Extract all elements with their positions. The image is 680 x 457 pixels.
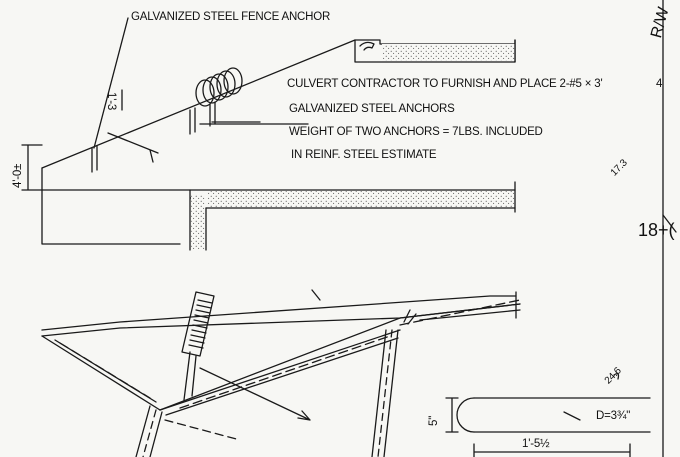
fence-anchor-note: GALVANIZED STEEL FENCE ANCHOR [131, 11, 331, 23]
plan-long-diag [159, 317, 401, 411]
anchor-coil [195, 67, 243, 107]
cap-hook [359, 41, 375, 51]
plan-bottom-dash [164, 419, 241, 441]
culvert-note-line1-tail: 4 [656, 78, 663, 90]
culvert-note-line1: CULVERT CONTRACTOR TO FURNISH AND PLACE … [287, 78, 603, 90]
cap-stipple [382, 44, 515, 61]
anchor-spacing-label: 1'-3 [105, 92, 117, 111]
hook-curve [456, 397, 475, 433]
sheet-border [662, 0, 677, 457]
hook-dia-leader [563, 411, 581, 421]
hook-diameter-label: D=3¾" [596, 410, 631, 422]
culvert-note-line2: GALVANIZED STEEL ANCHORS [289, 103, 455, 115]
plan-dashed-3 [399, 299, 521, 326]
plan-left-diag-2 [54, 339, 157, 403]
headwall-section [21, 17, 516, 251]
plan-mid [159, 329, 401, 416]
wall-stipple [191, 194, 205, 250]
coil-anchor-bar [189, 107, 196, 135]
hook-height-label: 5" [428, 415, 440, 426]
plan-dashed-1 [59, 342, 151, 399]
plan-outline-inner [41, 303, 521, 337]
height-label: 4'-0± [12, 163, 24, 188]
leader-arrow [199, 367, 311, 421]
right-leg-dash [377, 329, 393, 457]
plan-outline-top [41, 295, 517, 331]
hook-length-label: 1'-5½ [522, 438, 550, 450]
threaded-anchor [181, 291, 215, 401]
right-leg [371, 329, 399, 457]
hook-length-dim [473, 443, 631, 457]
weight-note-line1: WEIGHT OF TWO ANCHORS = 7LBS. INCLUDED [289, 126, 543, 138]
fence-anchor-leader [93, 17, 129, 149]
left-leg-dash [142, 409, 157, 457]
left-leg [135, 405, 163, 457]
fence-anchor-bar [91, 145, 98, 173]
hook-detail [445, 397, 651, 457]
left-base [41, 189, 181, 245]
height-dimension [21, 144, 43, 191]
spacing-dimension [107, 89, 159, 163]
slab-stipple [208, 191, 514, 207]
wingwall-plan [41, 289, 521, 457]
plan-dashed-2 [179, 335, 391, 409]
plan-right [399, 303, 521, 321]
plan-left-diag [41, 335, 161, 411]
coil-anchor-bar-2 [209, 101, 216, 127]
station-label: 18+( [638, 220, 675, 240]
weight-note-line2: IN REINF. STEEL ESTIMATE [291, 149, 437, 161]
hook-height-dim [445, 397, 459, 433]
